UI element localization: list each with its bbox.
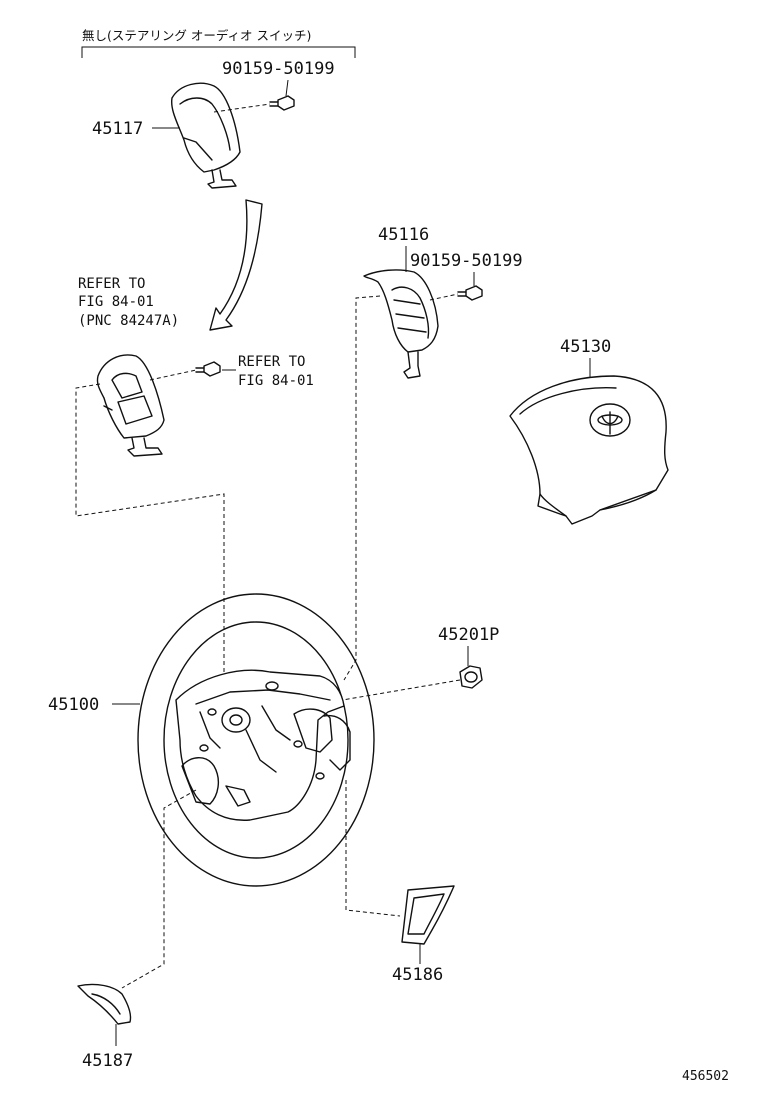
label-bolt-top: 90159-50199 xyxy=(222,59,335,79)
label-refer-left-1: REFER TO xyxy=(78,276,145,292)
figure-id: 456502 xyxy=(682,1069,729,1084)
bolt-right xyxy=(457,285,483,301)
label-bolt-right: 90159-50199 xyxy=(410,251,523,271)
steering-wheel-45100 xyxy=(137,593,375,887)
lower-cover-45187 xyxy=(77,983,132,1025)
label-45116: 45116 xyxy=(378,225,429,245)
label-refer-left-3: (PNC 84247A) xyxy=(78,313,179,329)
label-refer-mid-2: FIG 84-01 xyxy=(238,373,314,389)
label-45187: 45187 xyxy=(82,1051,133,1071)
label-refer-left-2: FIG 84-01 xyxy=(78,294,154,310)
bolt-mid xyxy=(195,361,221,377)
label-refer-mid-1: REFER TO xyxy=(238,354,305,370)
bolt-top xyxy=(269,95,295,111)
leader-bolt-top xyxy=(285,79,289,97)
label-45186: 45186 xyxy=(392,965,443,985)
cover-45116 xyxy=(363,269,439,379)
dash-nut-wheel xyxy=(271,679,461,713)
dash-wheel-lower-left xyxy=(121,789,197,989)
dash-cover-bolt-top xyxy=(213,103,271,113)
lower-cover-45186 xyxy=(401,885,455,945)
dash-cover-right-wheel xyxy=(343,295,381,681)
airbag-45130 xyxy=(509,375,669,525)
dash-bezel-left-wheel xyxy=(75,383,225,690)
label-45100: 45100 xyxy=(48,695,99,715)
dash-bezel-bolt-mid xyxy=(149,369,197,381)
arrow-curved xyxy=(209,199,263,331)
dash-wheel-lower-right xyxy=(345,780,401,917)
cover-45117 xyxy=(170,82,241,189)
label-45201P: 45201P xyxy=(438,625,499,645)
label-45117: 45117 xyxy=(92,119,143,139)
nut-45201P xyxy=(459,665,483,689)
header-bracket xyxy=(81,46,356,58)
label-45130: 45130 xyxy=(560,337,611,357)
header-note: 無し(ステアリング オーディオ スイッチ) xyxy=(82,28,311,43)
switch-bezel-left xyxy=(96,354,165,457)
dash-cover-bolt-right xyxy=(429,293,459,301)
